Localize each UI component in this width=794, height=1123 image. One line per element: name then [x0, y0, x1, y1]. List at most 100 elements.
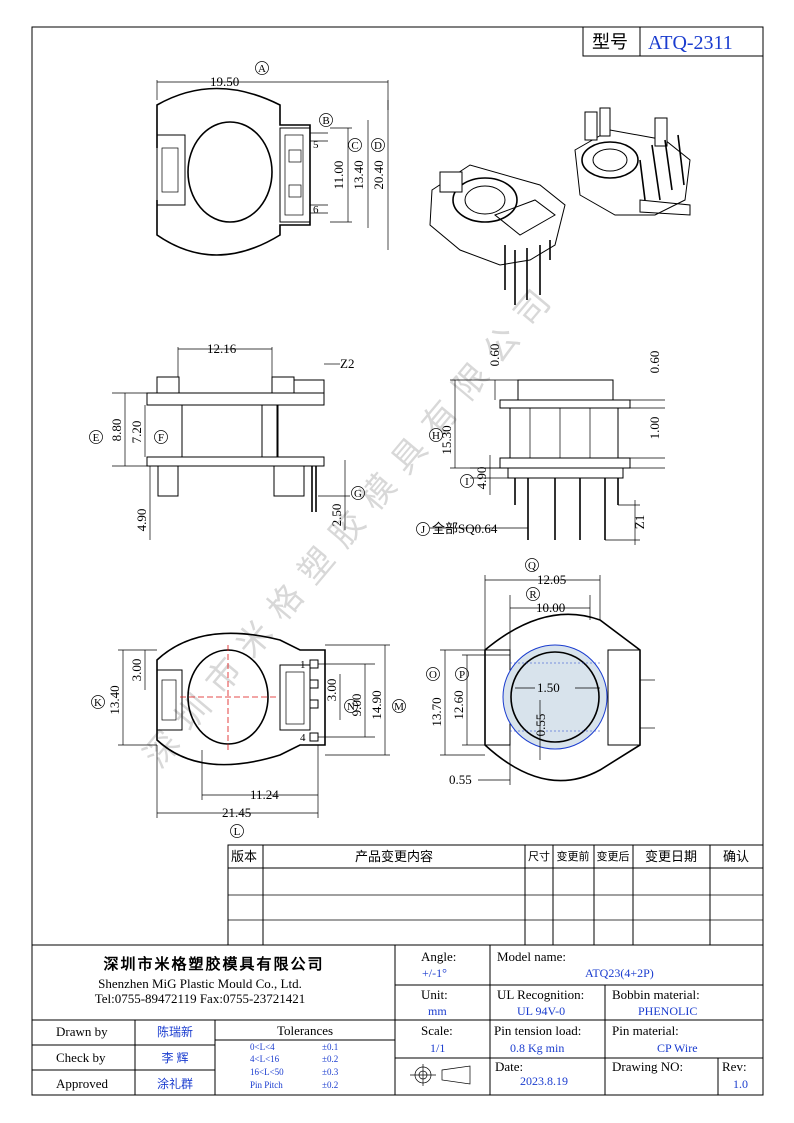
drawing-no-label: Drawing NO:	[612, 1059, 683, 1074]
company-name-en: Shenzhen MiG Plastic Mould Co., Ltd.	[98, 976, 302, 991]
model-label: Model name:	[497, 949, 566, 964]
dim-o: 13.70	[429, 697, 444, 726]
front-view: 0.60 15.30 4.90 0.60 1.00 Z1 全部SQ0.64	[430, 344, 665, 545]
dim-n: 9.00	[349, 694, 364, 717]
dim-side-bottom: 4.90	[134, 509, 149, 532]
svg-text:N: N	[347, 701, 355, 713]
date-value: 2023.8.19	[520, 1074, 568, 1088]
isometric-view-left	[429, 164, 566, 305]
marker-e: E	[89, 430, 103, 444]
dim-l: 21.45	[222, 805, 251, 820]
dim-r: 10.00	[536, 600, 565, 615]
unit-value: mm	[428, 1004, 447, 1018]
bobbin-label: Bobbin material:	[612, 987, 700, 1002]
marker-i: I	[460, 474, 474, 488]
svg-text:M: M	[394, 701, 404, 713]
bottom-view: 1 4 13.40 3.00 3.00 9.00 14.90 11.24 21.…	[107, 632, 390, 820]
marker-r: R	[526, 587, 540, 601]
svg-text:P: P	[459, 669, 465, 681]
svg-text:B: B	[322, 115, 329, 127]
part-number-box: 型号 ATQ-2311	[582, 26, 764, 57]
tol-value-1: ±0.2	[322, 1054, 338, 1064]
tol-range-2: 16<L<50	[250, 1067, 284, 1077]
check-by-label: Check by	[56, 1050, 106, 1065]
pin-material-value: CP Wire	[657, 1041, 698, 1055]
drawn-by-value: 陈瑞新	[157, 1024, 193, 1039]
dim-m: 14.90	[369, 690, 384, 719]
dim-g: 2.50	[329, 504, 344, 527]
marker-a: A	[255, 61, 269, 75]
rev-header-version: 版本	[231, 849, 257, 864]
tol-range-3: Pin Pitch	[250, 1080, 283, 1090]
marker-h: H	[429, 428, 443, 442]
dim-z2: Z2	[340, 356, 354, 371]
dim-k: 13.40	[107, 685, 122, 714]
top-view: 5 6 19.50 11.00 13.40 20.40	[156, 74, 389, 256]
pin-5-label: 5	[313, 139, 319, 151]
dim-d: 20.40	[371, 160, 386, 189]
dim-z1: Z1	[632, 515, 647, 529]
title-block: 深圳市米格塑胶模具有限公司 Shenzhen MiG Plastic Mould…	[31, 944, 764, 1096]
angle-label: Angle:	[421, 949, 456, 964]
revision-table: 版本 产品变更内容 尺寸 变更前 变更后 变更日期 确认	[227, 844, 764, 946]
marker-j: J	[416, 522, 430, 536]
pin-note: 全部SQ0.64	[432, 521, 498, 536]
tol-range-0: 0<L<4	[250, 1042, 275, 1052]
svg-text:Q: Q	[528, 560, 536, 572]
marker-m: M	[392, 699, 406, 713]
isometric-view-right	[574, 107, 691, 216]
svg-text:F: F	[158, 432, 164, 444]
dim-h: 15.30	[439, 425, 454, 454]
dim-q: 12.05	[537, 572, 566, 587]
dim-sec-wall-v: 0.55	[533, 714, 548, 737]
svg-text:J: J	[421, 524, 426, 536]
dim-n-inner: 3.00	[324, 679, 339, 702]
drawn-by-label: Drawn by	[56, 1024, 108, 1039]
dim-e: 8.80	[109, 419, 124, 442]
dim-b: 11.00	[331, 161, 346, 190]
svg-text:K: K	[94, 697, 102, 709]
marker-n: N	[344, 699, 358, 713]
angle-value: +/-1°	[422, 966, 447, 980]
dim-i: 4.90	[474, 467, 489, 490]
marker-l: L	[230, 824, 244, 838]
projection-symbol-icon	[410, 1064, 471, 1086]
check-by-value: 李 辉	[161, 1050, 188, 1065]
svg-text:E: E	[93, 432, 100, 444]
approved-label: Approved	[56, 1076, 108, 1091]
dim-l-inner: 11.24	[250, 787, 279, 802]
rev-header-before: 变更前	[557, 849, 590, 863]
dim-front-top-right: 0.60	[647, 351, 662, 374]
rev-header-date: 变更日期	[645, 849, 697, 864]
part-number: ATQ-2311	[648, 32, 733, 54]
bobbin-value: PHENOLIC	[638, 1004, 697, 1018]
marker-f: F	[154, 430, 168, 444]
tol-value-3: ±0.2	[322, 1080, 338, 1090]
rev-header-size: 尺寸	[528, 849, 550, 863]
dim-front-right-mid: 1.00	[647, 417, 662, 440]
dim-front-top: 0.60	[487, 344, 502, 367]
dim-sec-wall-h: 1.50	[537, 680, 560, 695]
ul-label: UL Recognition:	[497, 987, 584, 1002]
marker-b: B	[319, 113, 333, 127]
svg-text:O: O	[429, 669, 437, 681]
marker-k: K	[91, 695, 105, 709]
svg-text:I: I	[465, 476, 469, 488]
marker-q: Q	[525, 558, 539, 572]
marker-p: P	[455, 667, 469, 681]
part-number-label: 型号	[592, 32, 628, 53]
svg-text:A: A	[258, 63, 266, 75]
dim-a: 19.50	[210, 74, 239, 89]
rev-header-confirm: 确认	[723, 849, 749, 864]
company-name-cn: 深圳市米格塑胶模具有限公司	[103, 955, 324, 973]
svg-text:R: R	[529, 589, 537, 601]
company-contact: Tel:0755-89472119 Fax:0755-23721421	[95, 991, 306, 1006]
unit-label: Unit:	[421, 987, 448, 1002]
marker-c: C	[348, 138, 362, 152]
ul-value: UL 94V-0	[517, 1004, 565, 1018]
marker-g: G	[351, 486, 365, 500]
rev-value: 1.0	[733, 1077, 748, 1091]
pin-6-label: 6	[313, 204, 319, 216]
dim-k-inner: 3.00	[129, 659, 144, 682]
